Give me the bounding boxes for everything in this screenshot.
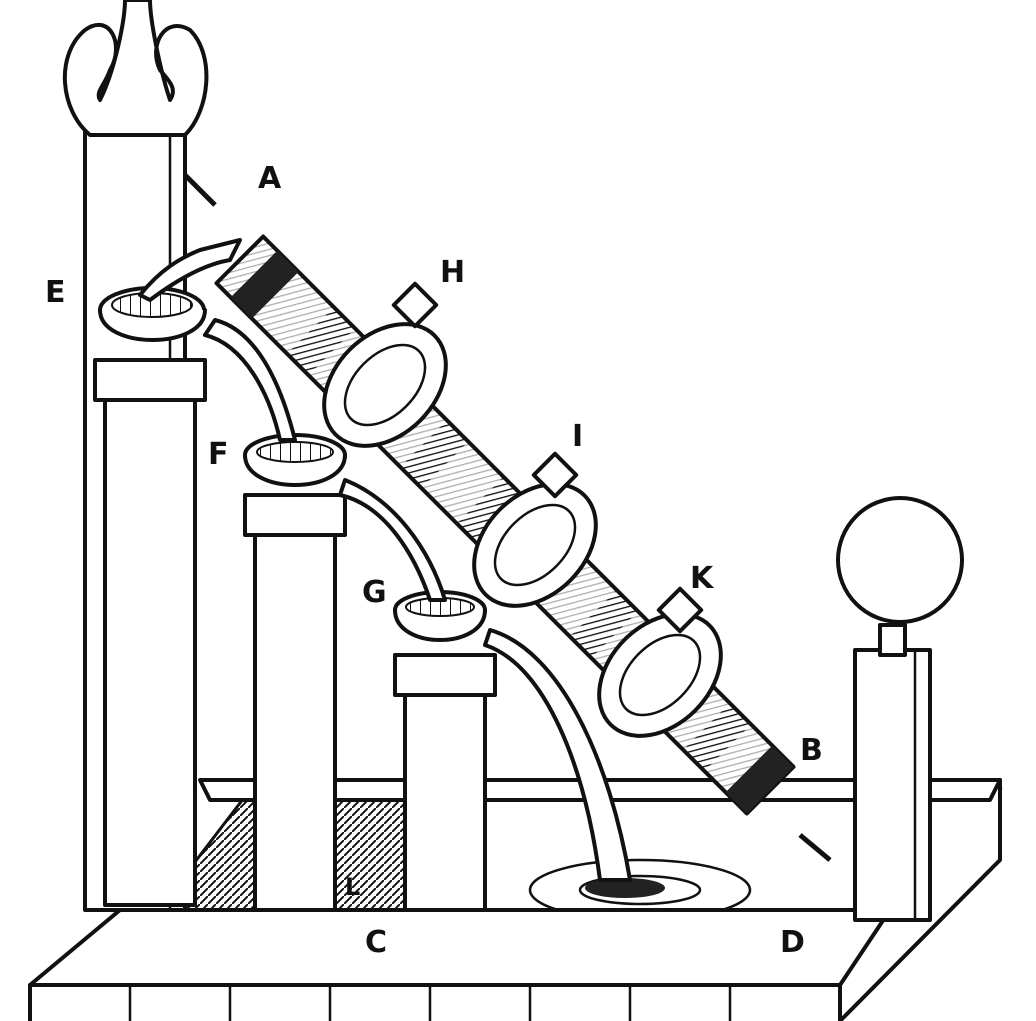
pillar-f xyxy=(243,433,347,912)
label-c: C xyxy=(365,925,387,960)
label-l: L xyxy=(345,873,360,901)
pillar-e xyxy=(93,286,207,907)
fleur-finial xyxy=(63,0,209,137)
label-d: D xyxy=(780,925,805,960)
letter-labels: A B C D E F G H I K L xyxy=(45,161,823,960)
label-b: B xyxy=(800,733,823,768)
label-e: E xyxy=(45,275,66,310)
collar-k xyxy=(597,586,723,738)
label-a: A xyxy=(258,161,282,196)
screw-tube xyxy=(183,173,832,862)
ball-finial xyxy=(836,496,964,624)
basin-brick-lines xyxy=(128,985,732,1021)
water-ripple-inner xyxy=(578,874,702,906)
water-splash xyxy=(585,878,665,898)
basin-base xyxy=(28,983,842,1021)
basin xyxy=(28,778,1003,1021)
label-f: F xyxy=(208,437,229,472)
label-h: H xyxy=(440,255,465,290)
basin-front-wall xyxy=(28,908,902,987)
collar-h xyxy=(322,281,448,448)
pillar-g xyxy=(393,590,497,912)
water-streams xyxy=(138,238,632,882)
label-i: I xyxy=(572,419,583,454)
ball-post xyxy=(836,496,964,922)
label-k: K xyxy=(690,561,715,596)
label-g: G xyxy=(362,575,387,610)
collar-i xyxy=(472,451,598,608)
